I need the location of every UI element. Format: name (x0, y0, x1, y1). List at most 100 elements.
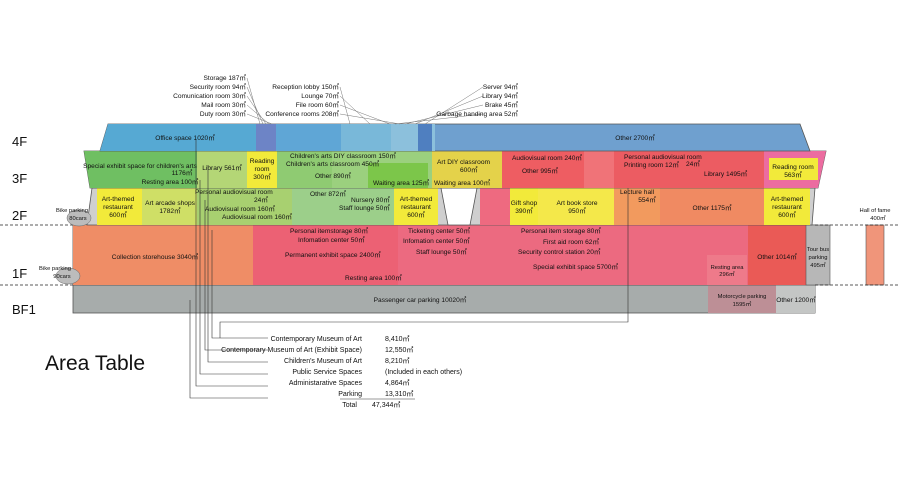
callout-lounge: Lounge 70㎡ (301, 91, 339, 100)
area-row-label-3: Public Service Spaces (292, 369, 362, 376)
3f-mid-zone (584, 151, 614, 188)
art-restaurant-left-3: 600㎡ (109, 210, 127, 219)
bike-parking-2f-count: 80cars (69, 216, 87, 222)
first-floor-other-zone (748, 225, 806, 285)
callout-library: Library 94㎡ (482, 91, 518, 100)
area-row-label-5: Parking (338, 391, 362, 398)
collection-storehouse-zone (73, 225, 253, 285)
tour-bus-label-2: parking (808, 255, 827, 261)
area-row-label-0: Contemporary Museum of Art (271, 336, 362, 343)
art-restaurant-mid-3: 600㎡ (407, 210, 425, 219)
passenger-parking-label: Passenger car parking 10020㎡ (374, 295, 467, 304)
art-restaurant-mid-zone (394, 188, 438, 225)
area-row-label-1: Contemporary Museum of Art (Exhibit Spac… (221, 347, 362, 354)
art-arcade-area: 1782㎡ (159, 206, 181, 215)
area-row-value-5: 13,310㎡ (385, 390, 413, 398)
callout-reception-lobby: Reception lobby 150㎡ (272, 82, 339, 91)
children-classroom-zone (277, 151, 332, 188)
personal-av-3f-area: 24㎡ (686, 159, 700, 168)
other-995-label: Other 995㎡ (522, 166, 558, 175)
information-mid-label: Infomation center 50㎡ (403, 236, 470, 245)
area-row-value-2: 8,210㎡ (385, 357, 410, 365)
special-exhibit-children-area: 1176㎡ (172, 168, 193, 177)
art-restaurant-right-zone (764, 188, 810, 225)
fourth-floor: Office space 1020㎡ Other 2700㎡ (99, 123, 811, 152)
ticketing-label: Ticketing center 50㎡ (408, 226, 470, 235)
area-row-value-3: (Included in each others) (385, 369, 462, 376)
art-diy-label: Art DIY classroom (437, 159, 491, 166)
nursery-label: Nursery 80㎡ (351, 195, 390, 204)
callout-security-room: Security room 94㎡ (190, 82, 247, 91)
tour-bus-label-3: 495㎡ (810, 261, 826, 269)
fourth-floor-other-label: Other 2700㎡ (615, 133, 655, 142)
reading-room-right-2: 563㎡ (784, 170, 802, 179)
callout-communication-room: Comunication room 30㎡ (173, 91, 246, 100)
callouts: Storage 187㎡ Security room 94㎡ Comunicat… (173, 73, 519, 125)
reading-room-left-2: room (254, 166, 270, 173)
area-row-label-2: Children's Museum of Art (284, 358, 362, 365)
motorcycle-parking-zone (708, 285, 776, 313)
personal-item-storage-right-label: Personal item storage 80㎡ (521, 226, 601, 235)
area-row-value-4: 4,864㎡ (385, 379, 410, 387)
resting-area-1f-label: Resting area 100㎡ (345, 273, 402, 282)
waiting-area-left-zone (368, 163, 428, 188)
printing-room-label: Printing room 12㎡ (624, 160, 679, 169)
ground-lines (0, 224, 900, 286)
area-table-title: Area Table (45, 352, 145, 375)
floor-label-bf1: BF1 (12, 302, 36, 317)
other-1175-zone (660, 188, 764, 225)
bike-parking-1f: Bike parking 90cars (39, 266, 81, 285)
reading-room-left-3: 300㎡ (253, 172, 271, 181)
other-890-label: Other 890㎡ (315, 171, 351, 180)
art-restaurant-left-2: restaurant (103, 204, 133, 211)
art-book-zone (538, 188, 614, 225)
art-restaurant-mid-2: restaurant (401, 204, 431, 211)
callout-file-room: File room 60㎡ (296, 100, 340, 109)
waiting-area-left-label: Waiting area 125㎡ (373, 178, 430, 187)
reading-room-right-inner (769, 158, 818, 180)
special-exhibit-children-label: Special exhibit space for children's art… (83, 163, 197, 170)
audiovisual-3f-zone (502, 151, 584, 188)
library-right-label: Library 1495㎡ (704, 169, 748, 178)
lecture-hall-area: 554㎡ (638, 195, 656, 204)
first-floor: Collection storehouse 3040㎡ Personal ite… (72, 224, 885, 286)
art-arcade-label: Art arcade shops (145, 200, 196, 207)
waiting-area-right-label: Waiting area 100㎡ (434, 178, 491, 187)
resting-area-3f-label: Resting area 100㎡ (142, 177, 199, 186)
art-diy-area: 600㎡ (460, 165, 478, 174)
area-row-value-0: 8,410㎡ (385, 335, 410, 343)
other-872-label: Other 872㎡ (310, 189, 346, 198)
art-restaurant-right-2: restaurant (772, 204, 802, 211)
basement-other-zone (776, 285, 815, 313)
information-left-label: Infomation center 50㎡ (298, 235, 365, 244)
art-diy-zone (432, 151, 502, 188)
callout-garbage-area: Garbage handing area 52㎡ (436, 109, 518, 118)
children-classroom-label: Children's arts classroom 450㎡ (286, 159, 380, 168)
motorcycle-parking-area: 1595㎡ (733, 300, 752, 308)
callout-server: Server 94㎡ (483, 82, 519, 91)
lecture-hall-label: Lecture hall (620, 189, 655, 196)
office-space-zone (100, 124, 256, 151)
area-table: Area Table Contemporary Museum of Art 8,… (45, 335, 462, 409)
first-aid-label: First aid room 62㎡ (543, 237, 599, 246)
art-arcade-zone (142, 188, 197, 225)
tour-bus-label-1: Tour bus (807, 247, 829, 253)
audiovisual-2f-zone (197, 188, 292, 225)
security-control-label: Security control station 20㎡ (518, 247, 601, 256)
reading-room-left-zone (247, 151, 277, 188)
reading-room-right-1: Reading room (772, 164, 814, 171)
reading-room-left-1: Reading (250, 158, 275, 165)
bike-parking-2f-icon (66, 209, 92, 227)
other-872-zone (292, 188, 394, 225)
area-row-label-4: Administarative Spaces (289, 380, 363, 387)
gift-shop-zone (510, 188, 538, 225)
art-restaurant-right-3: 600㎡ (778, 210, 796, 219)
4f-admin-rooms-zone (256, 124, 276, 151)
library-right-zone (614, 151, 764, 188)
4f-conference-zone (276, 124, 341, 151)
basement-floor: Passenger car parking 10020㎡ Motorcycle … (72, 284, 816, 314)
2f-pink-zone (480, 188, 510, 225)
other-1175-label: Other 1175㎡ (692, 203, 732, 212)
motorcycle-parking-label: Motorcycle parking (718, 294, 767, 300)
